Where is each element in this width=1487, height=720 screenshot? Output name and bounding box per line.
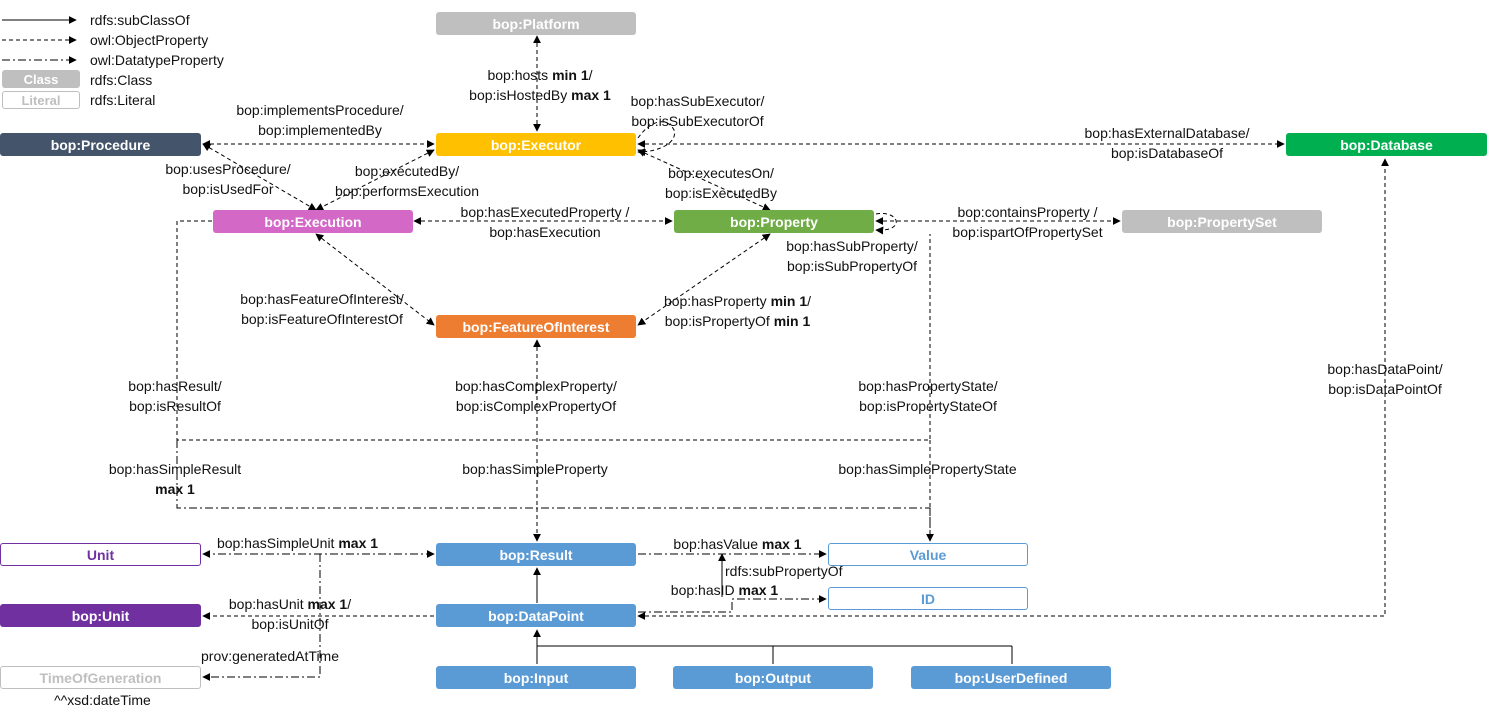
- label-subexecutor: bop:hasSubExecutor/ bop:isSubExecutorOf: [630, 93, 765, 129]
- edge-subproperty: [875, 213, 897, 235]
- node-input: bop:Input: [436, 666, 636, 689]
- edge-executedby: [315, 149, 435, 211]
- label-complexproperty: bop:hasComplexProperty/ bop:isComplexPro…: [455, 378, 617, 414]
- label-simpleresult: bop:hasSimpleResult max 1: [108, 461, 242, 497]
- label-hasproperty: bop:hasProperty min 1/ bop:isPropertyOf …: [663, 293, 812, 329]
- edge-generatedattime: [202, 554, 321, 681]
- label-featureofinterest: bop:hasFeatureOfInterest/ bop:isFeatureO…: [240, 291, 404, 327]
- node-featureofinterest: bop:FeatureOfInterest: [436, 315, 636, 338]
- label-hasresult: bop:hasResult/ bop:isResultOf: [128, 378, 222, 414]
- label-simpleproperty: bop:hasSimpleProperty: [462, 461, 608, 477]
- label-propertystate: bop:hasPropertyState/ bop:isPropertyStat…: [858, 378, 998, 414]
- label-simpleunit: bop:hasSimpleUnit max 1: [216, 535, 379, 551]
- edge-simpleresult: [176, 440, 931, 541]
- node-timeofgeneration: TimeOfGeneration: [0, 666, 201, 689]
- node-id: ID: [828, 587, 1028, 610]
- label-hasexecutedproperty: bop:hasExecutedProperty / bop:hasExecuti…: [460, 204, 630, 240]
- label-hasvalue: bop:hasValue max 1: [673, 536, 802, 552]
- label-simplepropertystate: bop:hasSimplePropertyState: [838, 461, 1017, 477]
- edge-hasid: [638, 595, 827, 613]
- label-hosts: bop:hosts min 1/ bop:isHostedBy max 1: [469, 67, 611, 103]
- node-procedure: bop:Procedure: [0, 133, 201, 156]
- label-containsproperty: bop:containsProperty / bop:ispartOfPrope…: [952, 204, 1103, 240]
- node-database: bop:Database: [1286, 133, 1487, 156]
- node-value: Value: [828, 543, 1028, 566]
- node-unit-literal: Unit: [0, 543, 201, 566]
- legend-objectprop-label: owl:ObjectProperty: [90, 32, 209, 48]
- label-executeson: bop:executesOn/ bop:isExecutedBy: [664, 165, 778, 201]
- edge-hasdatapoint: [637, 158, 1389, 620]
- edge-subexecutor: [637, 121, 676, 156]
- label-executedby: bop:executedBy/ bop:performsExecution: [335, 163, 479, 199]
- node-userdefined: bop:UserDefined: [911, 666, 1111, 689]
- legend-class-label: rdfs:Class: [90, 72, 153, 88]
- legend-subclass-label: rdfs:subClassOf: [90, 12, 190, 28]
- label-usesprocedure: bop:usesProcedure/ bop:isUsedFor: [165, 161, 291, 197]
- legend-datatypeprop-label: owl:DatatypeProperty: [90, 52, 224, 68]
- label-subpropertyof: rdfs:subPropertyOf: [725, 563, 843, 579]
- node-datapoint: bop:DataPoint: [436, 604, 636, 627]
- legend-literal-label: rdfs:Literal: [90, 92, 156, 108]
- label-subproperty: bop:hasSubProperty/ bop:isSubPropertyOf: [786, 238, 918, 274]
- node-execution: bop:Execution: [213, 210, 413, 233]
- edge-featureofinterest: [315, 233, 435, 326]
- label-hasunit: bop:hasUnit max 1/ bop:isUnitOf: [228, 596, 352, 632]
- node-executor: bop:Executor: [436, 133, 636, 156]
- label-hasdatapoint: bop:hasDataPoint/ bop:isDataPointOf: [1327, 361, 1443, 397]
- label-externaldb: bop:hasExternalDatabase/ bop:isDatabaseO…: [1084, 125, 1250, 161]
- label-hasid: bop:hasID max 1: [670, 582, 779, 598]
- edge-usesprocedure: [202, 143, 317, 211]
- node-unit: bop:Unit: [0, 604, 201, 627]
- label-implements: bop:implementsProcedure/ bop:implemented…: [236, 102, 404, 138]
- legend-class-box: Class: [2, 70, 80, 88]
- node-result: bop:Result: [436, 543, 636, 566]
- node-output: bop:Output: [673, 666, 873, 689]
- node-platform: bop:Platform: [436, 12, 636, 35]
- node-propertyset: bop:PropertySet: [1122, 210, 1322, 233]
- legend-literal-box: Literal: [2, 91, 80, 109]
- node-property: bop:Property: [674, 210, 874, 233]
- label-datetime: ^^xsd:dateTime: [54, 692, 151, 708]
- label-generatedattime: prov:generatedAtTime: [201, 648, 339, 664]
